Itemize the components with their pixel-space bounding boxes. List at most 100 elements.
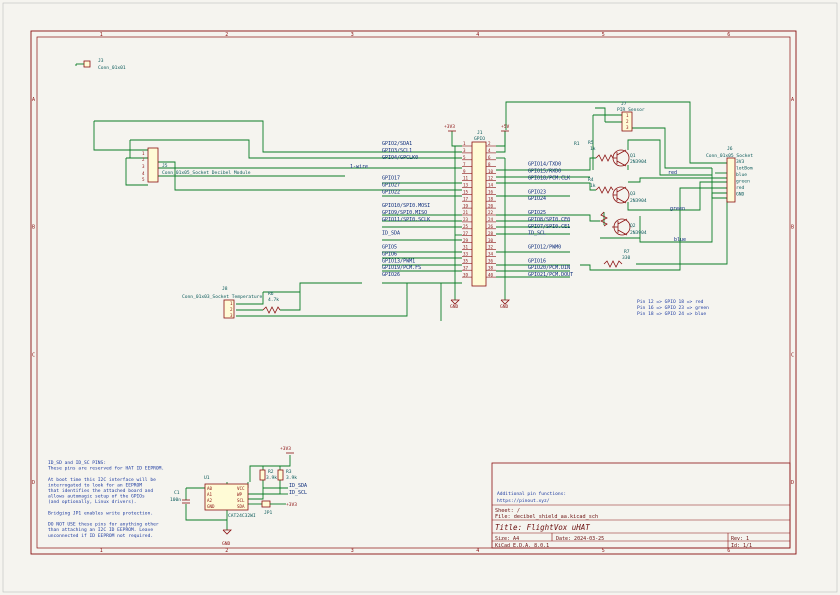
svg-text:2N3904: 2N3904 — [630, 230, 647, 236]
j6-connector[interactable]: J6 Conn_01x05_Socket 3V3lotBombluegreenr… — [706, 146, 753, 203]
svg-text:ID_SCL: ID_SCL — [289, 490, 307, 496]
j1-left-net: GPIO5 — [382, 245, 397, 251]
power-5v-j1: +5V — [501, 124, 510, 132]
q2-transistor[interactable]: Q2 2N3904 — [612, 218, 647, 236]
q1-transistor[interactable]: Q1 2N3904 — [612, 149, 647, 167]
j1-pin-number: 26 — [488, 224, 494, 229]
j1-pin-number: 33 — [463, 252, 469, 257]
j1-pin-number: 19 — [463, 203, 469, 208]
j1-right-net: GPIO21/PCM.DOUT — [528, 272, 573, 278]
svg-text:R4: R4 — [588, 177, 594, 183]
svg-text:R2: R2 — [268, 469, 274, 475]
j1-gpio-header[interactable]: J1 GPIO 13579111315171921232527293133353… — [382, 130, 573, 287]
j1-pin-number: 16 — [488, 190, 494, 195]
svg-text:JP1: JP1 — [264, 510, 273, 516]
j1-pin-number: 27 — [463, 231, 469, 236]
svg-text:R5: R5 — [588, 140, 594, 146]
j1-left-net: ID_SDA — [382, 231, 400, 237]
svg-text:2: 2 — [142, 157, 145, 162]
j1-pin-number: 34 — [488, 252, 494, 257]
gnd-right: GND — [500, 299, 510, 310]
j6-pin-label: lotBom — [736, 166, 753, 172]
frame-outer — [30, 30, 797, 555]
frame-col: 2 — [225, 32, 228, 38]
eeprom-note-line: (and optionally, Linux drivers). — [48, 499, 137, 505]
j8-connector[interactable]: 123 J8 Conn_01x03_Socket Temperature — [182, 286, 262, 319]
svg-text:1: 1 — [142, 151, 145, 156]
j1-pin-number: 15 — [463, 190, 469, 195]
tb-id: Id: 1/1 — [731, 543, 752, 549]
j1-pin-number: 7 — [463, 162, 466, 167]
j1-left-net: GPIO10/SPI0.MOSI — [382, 203, 430, 209]
j1-left-net: GPIO4/GPCLK0 — [382, 155, 418, 161]
svg-text:2N3904: 2N3904 — [630, 198, 647, 204]
pir-ref: J7 — [621, 101, 627, 107]
svg-text:+5V: +5V — [501, 124, 510, 130]
pir-connector[interactable]: 123 J7 PIR Sensor — [617, 101, 645, 132]
j1-right-net: GPIO12/PWM0 — [528, 245, 561, 251]
j1-pin-number: 3 — [463, 148, 466, 153]
frame-col: 6 — [727, 32, 730, 38]
frame-row: A — [32, 97, 35, 103]
j6-pin-label: green — [736, 180, 750, 185]
svg-text:2: 2 — [230, 307, 233, 312]
svg-text:100n: 100n — [170, 497, 181, 503]
led-note-line: Pin 12 => GPIO 18 => red — [637, 299, 704, 305]
j3-value: Conn_01x01 — [98, 65, 126, 71]
frame-col-bottom: 2 — [225, 548, 228, 554]
j3-connector[interactable]: J3 Conn_01x01 — [75, 58, 126, 71]
led-note-line: Pin 16 => GPIO 23 => green — [637, 305, 709, 311]
q3-transistor[interactable]: Q3 2N3904 — [612, 186, 647, 204]
u1-pin-label: VCC — [237, 486, 245, 491]
one-wire-label: 1-wire — [350, 164, 368, 170]
j1-left-net: GPIO19/PCM.FS — [382, 265, 421, 271]
j1-right-net: GPIO16 — [528, 258, 546, 264]
frame-row: B — [32, 225, 35, 231]
r6-resistor[interactable]: R6 4.7k — [262, 291, 281, 314]
eeprom-note-line: Bridging JP1 enables write protection. — [48, 510, 153, 516]
j1-left-net: GPIO22 — [382, 189, 400, 195]
j5-ref: J5 — [162, 163, 168, 169]
j1-right-net: GPIO20/PCM.DIN — [528, 265, 570, 271]
j1-pin-number: 28 — [488, 231, 494, 236]
svg-text:1k: 1k — [590, 183, 596, 189]
frame-inner — [36, 36, 791, 549]
frame-col-bottom: 6 — [727, 548, 730, 554]
svg-text:R3: R3 — [286, 469, 292, 475]
pir-value: PIR Sensor — [617, 107, 645, 113]
j8-ref: J8 — [222, 286, 228, 292]
j5-value: Conn_01x05_Socket Decibel Module — [162, 170, 251, 176]
j1-pin-number: 1 — [463, 141, 466, 146]
eeprom-note-line: At boot time this I2C interface will be — [48, 477, 156, 483]
j1-pin-number: 24 — [488, 217, 494, 222]
j1-right-net: GPIO15/RXD0 — [528, 169, 561, 175]
j1-pin-number: 32 — [488, 245, 494, 250]
j1-pin-number: 2 — [488, 141, 491, 146]
svg-text:3: 3 — [626, 125, 629, 130]
title-block: Additional pin functions: https://pinout… — [491, 462, 791, 549]
r4-resistor[interactable]: R4 1k — [588, 177, 614, 194]
r7-resistor[interactable]: R7 330 — [603, 249, 631, 268]
gnd-left: GND — [450, 299, 460, 310]
j1-left-net-labels: GPIO2/SDA1GPIO3/SCL1GPIO4/GPCLK0GPIO17GP… — [382, 141, 430, 278]
eeprom-note-line: that identifies the attached board and — [48, 488, 153, 494]
frame-row: C — [32, 352, 35, 358]
j1-ref: J1 — [477, 130, 483, 136]
svg-text:+3V3: +3V3 — [444, 124, 455, 130]
tb-title: Title: FlightVox uHAT — [495, 523, 590, 532]
svg-text:Q2: Q2 — [630, 223, 636, 229]
j1-pin-number: 6 — [488, 155, 491, 160]
tb-comment2: https://pinout.xyz/ — [497, 498, 550, 504]
r5-resistor[interactable]: R1 R5 1k — [574, 140, 614, 162]
svg-text:5: 5 — [142, 177, 145, 182]
j1-pin-number: 35 — [463, 259, 469, 264]
